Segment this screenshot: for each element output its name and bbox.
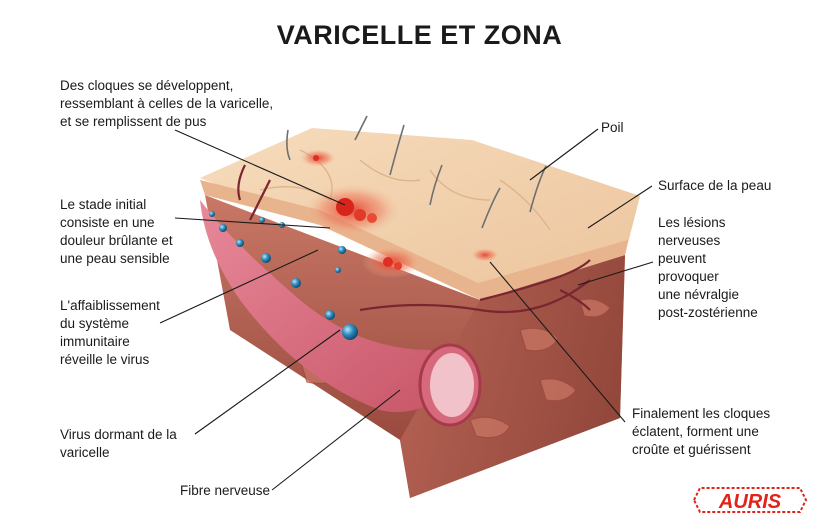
label-blisters-develop: Des cloques se développent, ressemblant … — [60, 78, 274, 129]
skin-side-face — [400, 255, 625, 498]
nerve-fiber — [200, 200, 470, 412]
label-initial-stage: Le stade initial consiste en une douleur… — [60, 197, 173, 266]
hairs — [286, 115, 547, 229]
virus-particles — [209, 211, 358, 340]
leader-lines — [159, 128, 654, 491]
label-hair: Poil — [601, 120, 624, 135]
label-immune-weakening: L'affaiblissement du système immunitaire… — [60, 298, 160, 367]
auris-logo: AURIS — [692, 487, 808, 513]
logo-text: AURIS — [718, 491, 782, 513]
page-title: VARICELLE ET ZONA — [276, 20, 563, 50]
label-blisters-burst: Finalement les cloques éclatent, forment… — [632, 406, 771, 457]
epidermis-edge — [478, 240, 628, 300]
label-dormant-virus: Virus dormant de la varicelle — [60, 427, 177, 460]
nerve-branches — [237, 164, 591, 314]
label-nerve-fiber: Fibre nerveuse — [180, 483, 271, 498]
label-nerve-lesions: Les lésions nerveuses peuvent provoquer … — [658, 215, 758, 320]
label-skin-surface: Surface de la peau — [658, 178, 772, 193]
skin-top-surface — [200, 128, 640, 300]
